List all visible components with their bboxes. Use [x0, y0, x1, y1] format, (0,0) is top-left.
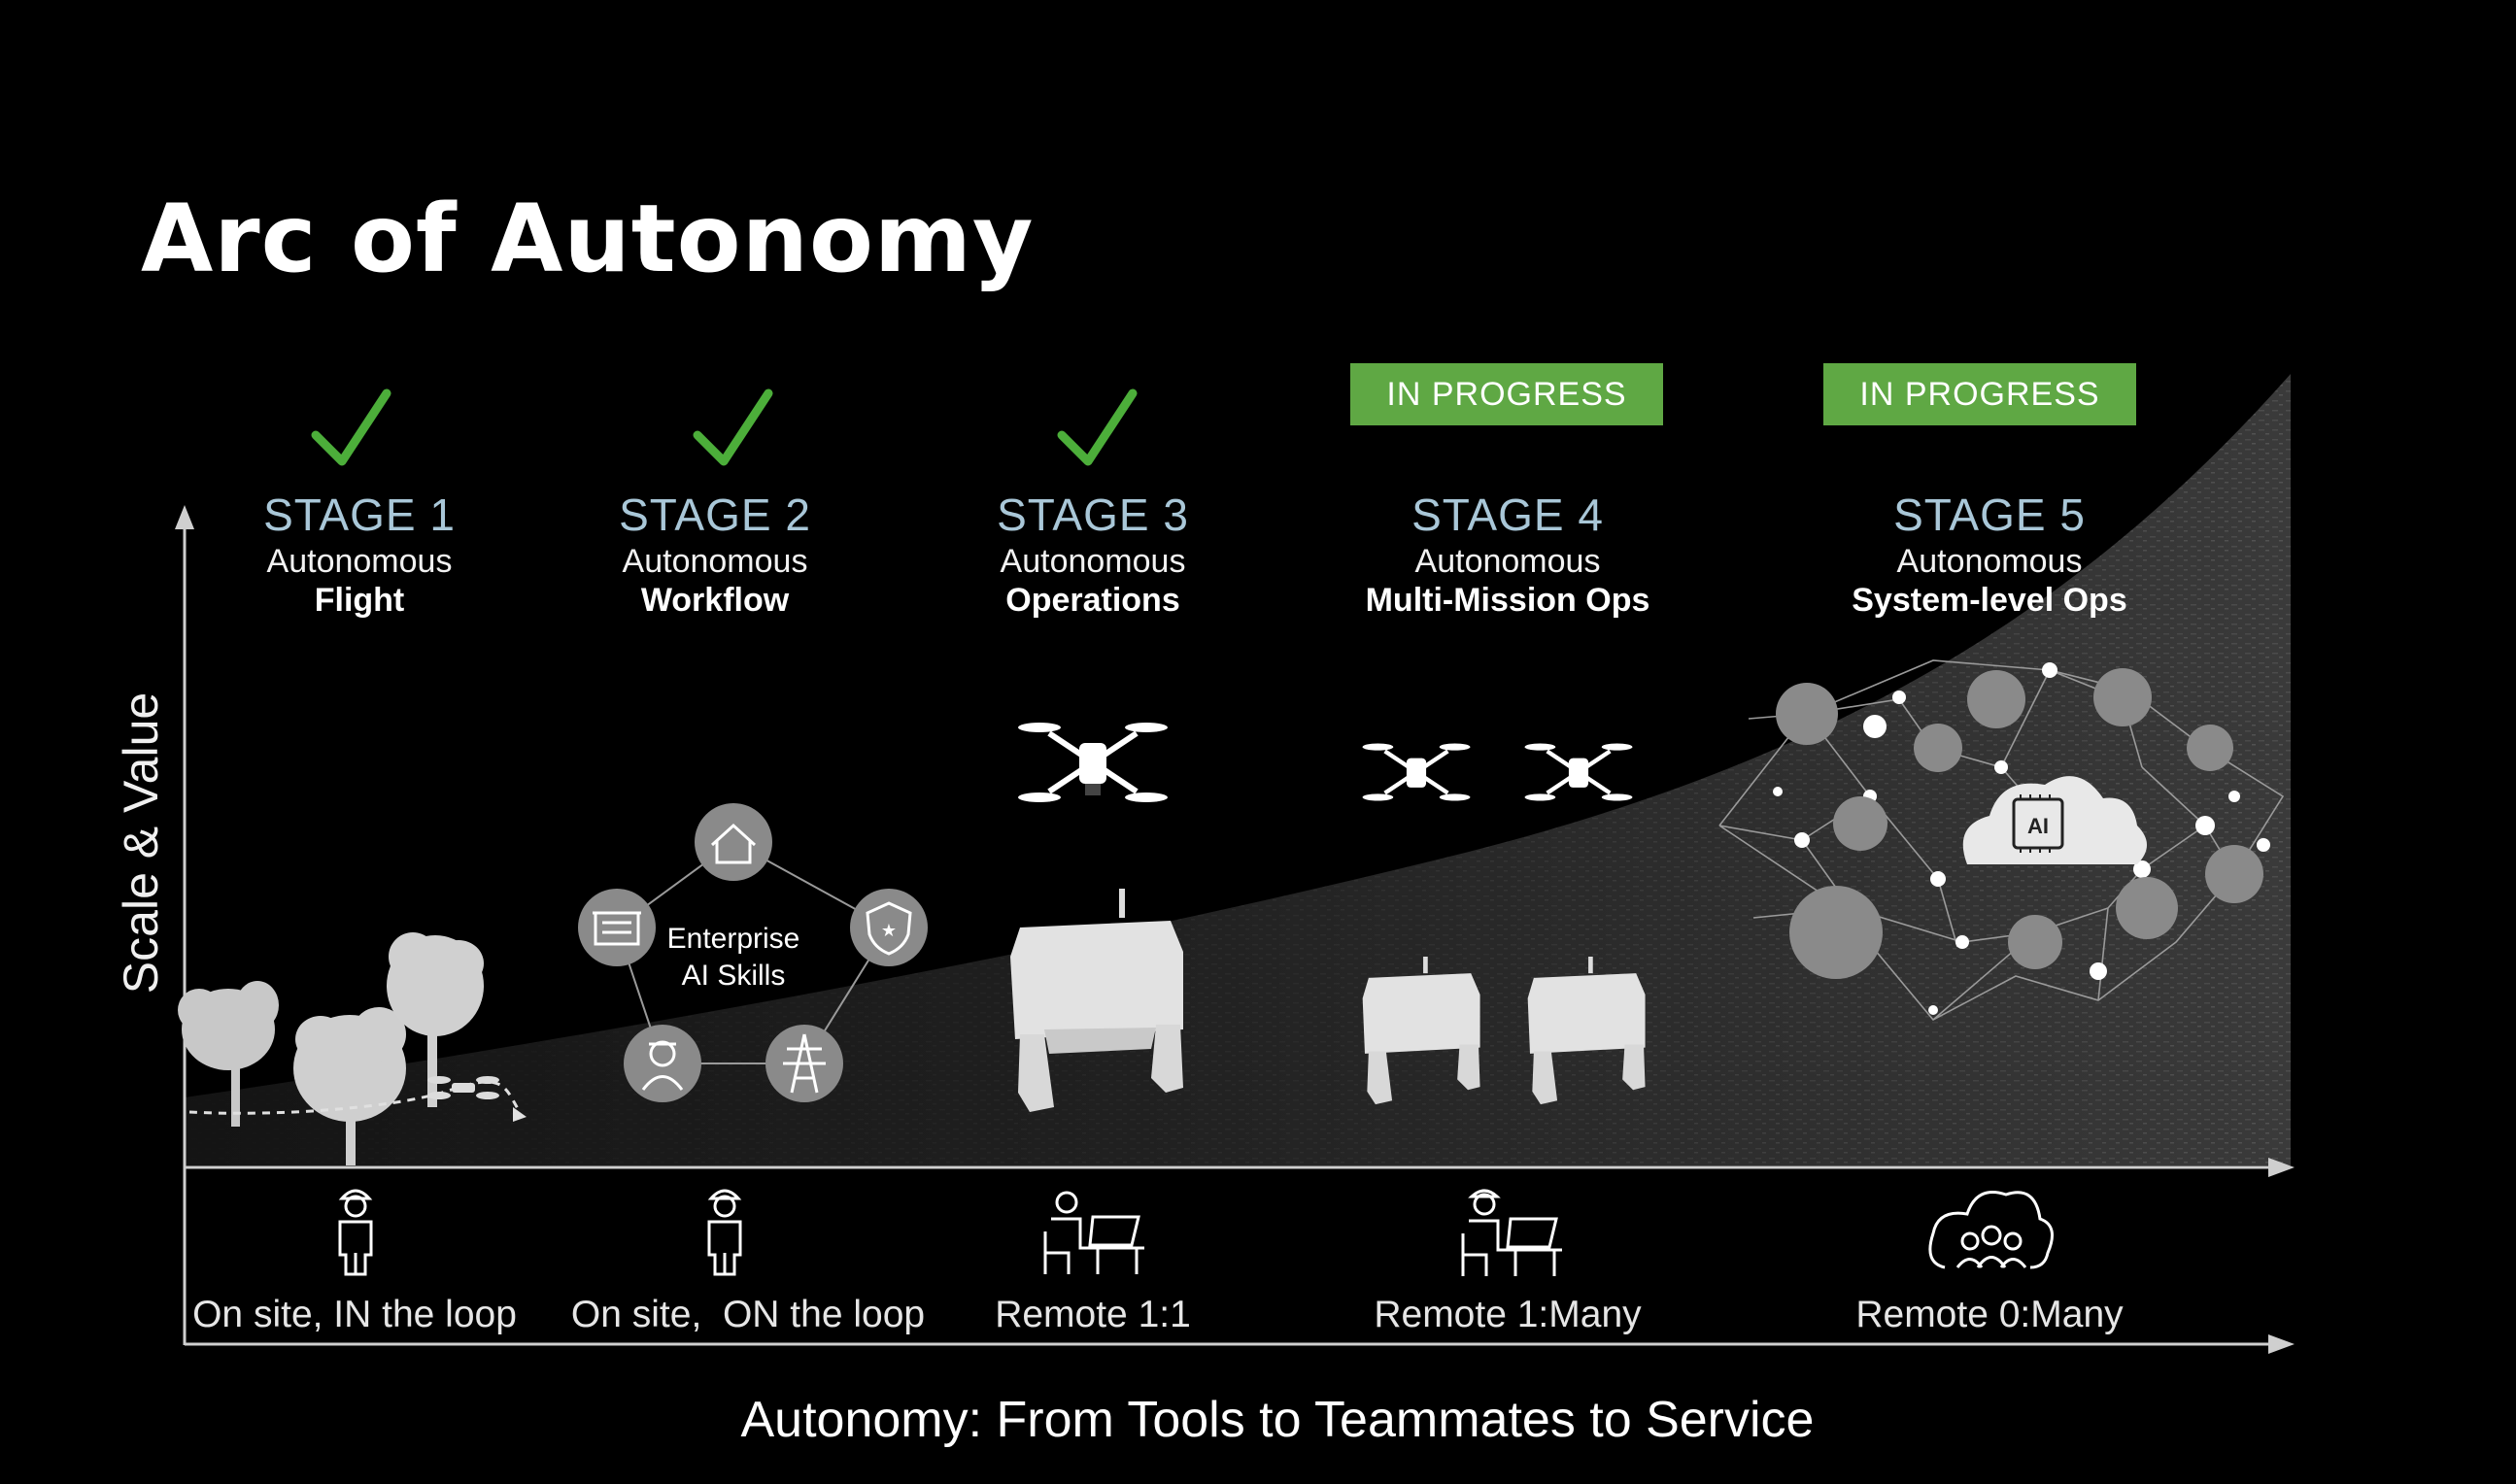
stage-number: STAGE 4 — [1411, 489, 1604, 540]
stage-line1: Autonomous — [1000, 543, 1186, 580]
operator-label: On site, IN the loop — [192, 1294, 517, 1335]
stage-4-heading: STAGE 4 Autonomous Multi-Mission Ops — [1313, 488, 1702, 620]
skills-label-line1: Enterprise — [666, 923, 800, 955]
check-icon — [693, 388, 773, 466]
page-title: Arc of Autonomy — [141, 185, 1035, 293]
dock-station-icon — [1362, 957, 1480, 1105]
worker-icon — [624, 1025, 701, 1102]
dock-station-icon — [1010, 889, 1183, 1112]
tree-icon — [178, 981, 279, 1127]
police-badge-icon: ★ — [850, 889, 928, 966]
stage-line2: Workflow — [640, 582, 790, 619]
drone-icon — [1018, 723, 1168, 802]
stage-line2: Multi-Mission Ops — [1365, 582, 1650, 619]
ai-cloud-icon: AI — [1962, 776, 2147, 864]
operator-label: Remote 0:Many — [1855, 1294, 2124, 1335]
stage-number: STAGE 5 — [1893, 489, 2086, 540]
status-badge: IN PROGRESS — [1350, 363, 1663, 425]
cloud-team-icon — [1928, 1191, 2054, 1269]
stage-line2: Operations — [1005, 582, 1180, 619]
dock-station-icon — [1527, 957, 1646, 1105]
stage-line2: Flight — [314, 582, 405, 619]
field-worker-icon — [707, 1189, 742, 1276]
check-icon — [1057, 388, 1138, 466]
y-axis — [175, 505, 194, 1345]
tree-icon — [387, 932, 484, 1107]
check-icon — [311, 388, 391, 466]
tree-icon — [293, 1007, 406, 1165]
storefront-icon — [578, 889, 656, 966]
field-worker-icon — [338, 1189, 373, 1276]
operator-label: Remote 1:Many — [1374, 1294, 1642, 1335]
stage-5-heading: STAGE 5 Autonomous System-level Ops — [1795, 488, 2184, 620]
stage-number: STAGE 3 — [997, 489, 1189, 540]
ai-cloud-label: AI — [2027, 814, 2049, 838]
operator-label: On site, ON the loop — [570, 1294, 926, 1335]
status-badge: IN PROGRESS — [1823, 363, 2136, 425]
arc-texture — [185, 374, 2291, 1165]
skills-label-line2: AI Skills — [681, 960, 786, 992]
remote-operator-icon — [1461, 1189, 1562, 1276]
skills-label: Enterprise AI Skills — [636, 921, 831, 995]
stage-line1: Autonomous — [266, 543, 453, 580]
stage-3-heading: STAGE 3 Autonomous Operations — [899, 488, 1287, 620]
stage-number: STAGE 2 — [619, 489, 811, 540]
x-axis-upper — [185, 1158, 2295, 1177]
svg-text:★: ★ — [881, 921, 897, 941]
stage-number: STAGE 1 — [263, 489, 456, 540]
drone-icon — [1362, 743, 1471, 801]
y-axis-label: Scale & Value — [114, 691, 168, 995]
power-tower-icon — [765, 1025, 843, 1102]
remote-operator-icon — [1043, 1191, 1144, 1274]
stage-line1: Autonomous — [1414, 543, 1601, 580]
stage-line1: Autonomous — [622, 543, 808, 580]
x-axis-lower — [185, 1334, 2295, 1354]
stage-1-heading: STAGE 1 Autonomous Flight — [165, 488, 554, 620]
flight-path-arrow — [513, 1107, 527, 1122]
stage-line2: System-level Ops — [1852, 582, 2127, 619]
home-icon — [695, 803, 772, 881]
network-drone-bubbles — [1776, 668, 2263, 979]
small-drone-icon — [427, 1076, 499, 1099]
stage-line1: Autonomous — [1896, 543, 2083, 580]
bottom-title: Autonomy: From Tools to Teammates to Ser… — [740, 1392, 1815, 1448]
drone-icon — [1524, 743, 1633, 801]
operator-label: Remote 1:1 — [995, 1294, 1191, 1335]
stage-2-heading: STAGE 2 Autonomous Workflow — [521, 488, 909, 620]
